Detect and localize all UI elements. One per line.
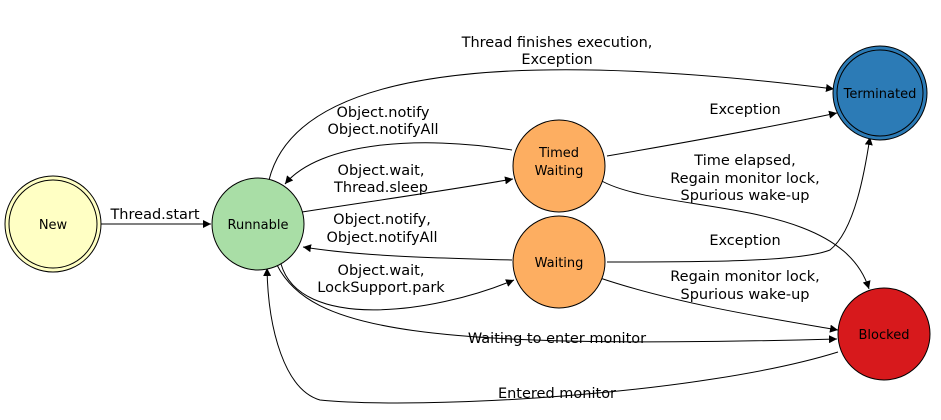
state-terminated-label: Terminated <box>843 87 917 102</box>
label-finishes-line1: Thread finishes execution, <box>461 35 653 51</box>
state-timed-waiting-circle <box>512 119 606 213</box>
edge-timed-to-terminated <box>606 110 838 157</box>
label-finishes-line2: Exception <box>521 52 592 68</box>
state-runnable-label: Runnable <box>228 218 289 233</box>
state-timed-waiting-label-line1: Timed <box>538 146 579 161</box>
state-new-inner-ring <box>8 179 98 269</box>
state-new-label: New <box>39 218 68 233</box>
label-runnable-to-timed-line2: Thread.sleep <box>333 180 428 196</box>
state-new: New <box>4 175 102 273</box>
edge-waiting-to-terminated <box>606 136 873 263</box>
state-timed-waiting-label-line2: Waiting <box>535 164 584 179</box>
label-waiting-exception: Exception <box>709 233 780 249</box>
state-blocked-circle <box>837 287 931 381</box>
edge-runnable-to-timed <box>301 176 514 213</box>
state-terminated-inner-ring <box>836 49 924 137</box>
state-runnable-circle <box>211 177 305 271</box>
label-timed-to-blocked-line2: Regain monitor lock, <box>670 171 819 187</box>
state-runnable: Runnable <box>211 177 305 271</box>
label-waiting-to-blocked-line1: Regain monitor lock, <box>670 269 819 285</box>
edge-runnable-to-terminated <box>268 69 835 181</box>
label-waiting-to-runnable-line2: Object.notifyAll <box>326 230 437 246</box>
label-waiting-to-blocked-line2: Spurious wake-up <box>681 287 810 303</box>
edge-runnable-to-waiting <box>280 263 515 311</box>
label-waiting-to-enter: Waiting to enter monitor <box>468 331 646 347</box>
label-entered-monitor: Entered monitor <box>498 386 616 402</box>
edge-waiting-to-runnable <box>302 244 513 261</box>
state-waiting-circle <box>512 215 606 309</box>
label-timed-to-runnable-line1: Object.notify <box>336 105 429 121</box>
edge-waiting-to-blocked <box>599 277 839 333</box>
label-timed-to-blocked-line3: Spurious wake-up <box>681 188 810 204</box>
state-blocked-label: Blocked <box>859 328 910 343</box>
label-runnable-to-timed-line1: Object.wait, <box>338 163 425 179</box>
label-timed-to-runnable-line2: Object.notifyAll <box>327 122 438 138</box>
edge-runnable-to-blocked <box>276 264 838 344</box>
label-timed-to-blocked-line1: Time elapsed, <box>693 153 795 169</box>
label-runnable-to-waiting-line2: LockSupport.park <box>317 280 445 296</box>
label-runnable-to-waiting-line1: Object.wait, <box>338 263 425 279</box>
state-waiting: Waiting <box>512 215 606 309</box>
edge-blocked-to-runnable <box>263 267 839 404</box>
label-timed-exception: Exception <box>709 102 780 118</box>
edge-timed-to-blocked <box>599 179 871 290</box>
edge-timed-to-runnable <box>284 142 513 185</box>
label-thread-start: Thread.start <box>109 207 199 223</box>
label-waiting-to-runnable-line1: Object.notify, <box>333 212 431 228</box>
state-waiting-label: Waiting <box>535 256 584 271</box>
state-blocked: Blocked <box>837 287 931 381</box>
state-terminated: Terminated <box>832 45 928 141</box>
state-timed-waiting: Timed Waiting <box>512 119 606 213</box>
